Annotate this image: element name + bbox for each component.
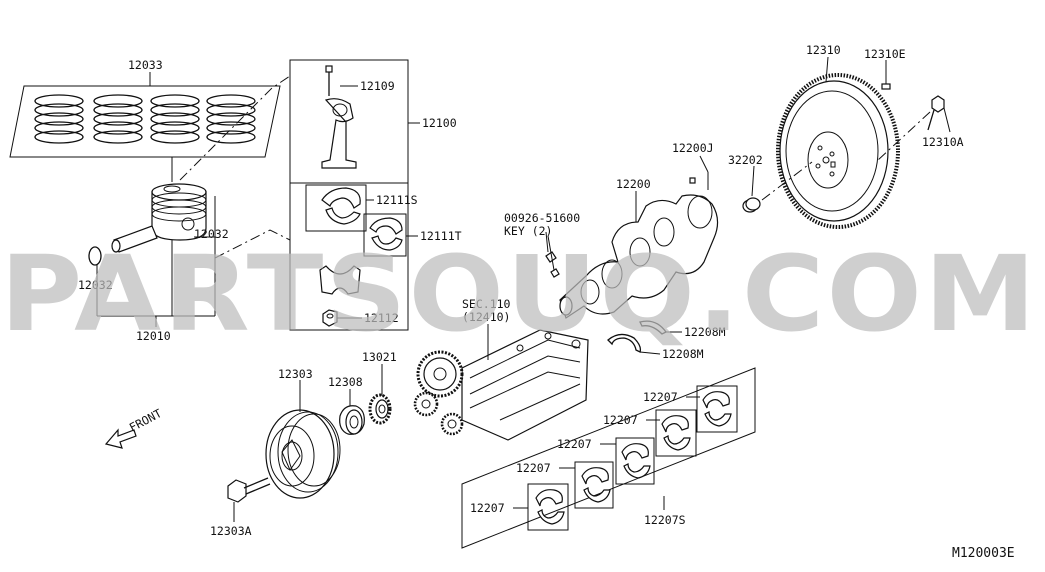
label-12308: 12308 — [328, 375, 363, 389]
label-12207-b: 12207 — [516, 461, 551, 475]
label-12032-pin: 12032 — [194, 227, 229, 241]
label-12111T: 12111T — [420, 229, 462, 243]
label-12207-e: 12207 — [643, 390, 678, 404]
conrod-bearing-12111T[interactable] — [369, 217, 403, 251]
label-12208M-b: 12208M — [662, 347, 704, 361]
conrod-12100[interactable] — [321, 65, 357, 169]
thrust-washer-12208M-a[interactable] — [639, 320, 667, 335]
label-12207S: 12207S — [644, 513, 686, 527]
label-12109: 12109 — [360, 79, 395, 93]
conrod-nut-12112[interactable] — [322, 309, 338, 327]
label-12208M-a: 12208M — [684, 325, 726, 339]
flywheel-bolt-12310A[interactable] — [927, 95, 945, 131]
crank-spacer-12308[interactable] — [339, 405, 365, 435]
label-12303: 12303 — [278, 367, 313, 381]
snap-ring-12032[interactable] — [88, 246, 102, 266]
front-label: FRONT — [127, 406, 164, 435]
label-13021: 13021 — [362, 350, 397, 364]
piston-ring-group — [93, 94, 143, 144]
label-12207-c: 12207 — [557, 437, 592, 451]
conrod-bearing-12111S[interactable] — [321, 187, 361, 225]
front-arrow-icon — [104, 428, 137, 449]
main-bearing-12207-b[interactable] — [574, 461, 614, 509]
label-12207-d: 12207 — [603, 413, 638, 427]
label-12310: 12310 — [806, 43, 841, 57]
label-12200: 12200 — [616, 177, 651, 191]
connecting-rod-box — [289, 59, 409, 331]
piston-pin-12032[interactable] — [111, 225, 158, 253]
pilot-bushing-32202[interactable] — [742, 197, 761, 213]
label-12310A: 12310A — [922, 135, 964, 149]
main-bearing-kit-12207S — [461, 367, 756, 549]
piston-ring-group — [206, 94, 256, 144]
label-12200J: 12200J — [672, 141, 714, 155]
main-bearing-12207-e[interactable] — [696, 385, 738, 433]
crank-gear-13021[interactable] — [368, 393, 392, 425]
label-12033: 12033 — [128, 58, 163, 72]
label-12207-a: 12207 — [470, 501, 505, 515]
label-12010: 12010 — [136, 329, 171, 343]
conrod-cap[interactable] — [319, 265, 361, 295]
label-12310E: 12310E — [864, 47, 906, 61]
label-key-desc: KEY (2) — [504, 224, 552, 238]
piston-ring-group — [150, 94, 200, 144]
label-sec110: SEC.110 — [462, 297, 511, 311]
label-12032-snap: 12032 — [78, 278, 113, 292]
pump-gear-lower[interactable] — [440, 412, 464, 436]
dowel-pin-12310E[interactable] — [881, 83, 891, 90]
label-key-partno: 00926-51600 — [504, 211, 580, 225]
piston-ring-set-12033[interactable] — [9, 85, 281, 158]
diagram-code: M120003E — [952, 546, 1015, 561]
crankshaft-12200[interactable] — [559, 194, 719, 319]
label-32202: 32202 — [728, 153, 763, 167]
pulley-bolt-12303A[interactable] — [227, 477, 271, 503]
main-bearing-12207-a[interactable] — [527, 483, 569, 531]
woodruff-key[interactable] — [545, 251, 560, 278]
piston-12010[interactable] — [151, 183, 207, 241]
pump-gear-small[interactable] — [413, 391, 439, 417]
crank-pulley-12303[interactable] — [265, 409, 341, 499]
flywheel-12310[interactable] — [776, 73, 900, 229]
balancer-gear[interactable] — [416, 350, 464, 398]
label-sec110-ref: (12410) — [462, 310, 510, 324]
label-12112: 12112 — [364, 311, 399, 325]
piston-ring-group — [34, 94, 84, 144]
thrust-washer-12208M-b[interactable] — [607, 333, 642, 353]
main-bearing-12207-d[interactable] — [655, 409, 697, 457]
watermark: PARTSOUQ.COM — [0, 233, 1038, 355]
oil-pump-balancer-sec110[interactable] — [461, 329, 589, 441]
label-12303A: 12303A — [210, 524, 252, 538]
label-12111S: 12111S — [376, 193, 418, 207]
label-12100: 12100 — [422, 116, 457, 130]
main-bearing-12207-c[interactable] — [615, 437, 655, 485]
crank-plug-12200J[interactable] — [689, 177, 696, 184]
